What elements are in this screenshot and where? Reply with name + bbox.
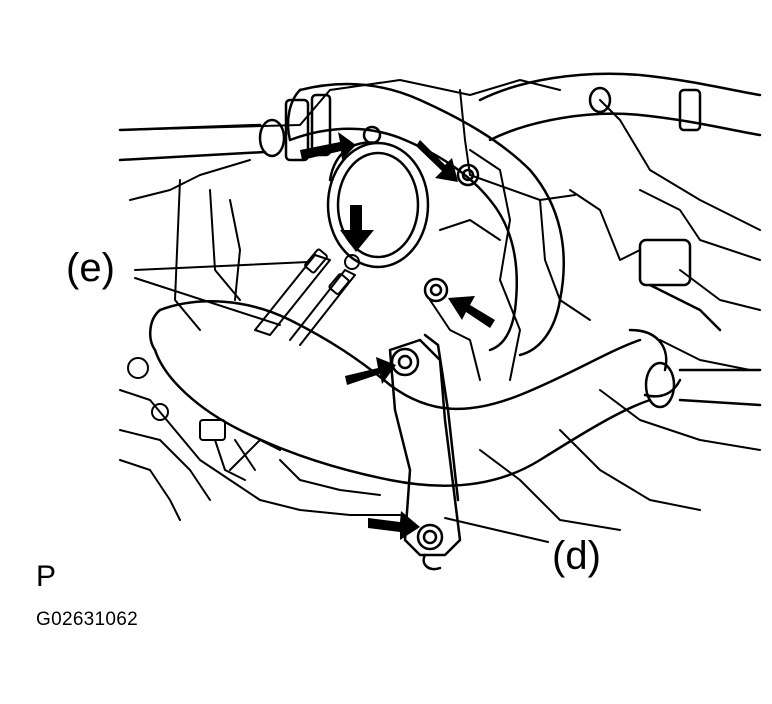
left-lower-parts [127, 357, 256, 481]
lower-hose [149, 300, 652, 487]
left-pipe [118, 93, 332, 162]
leader-lines [134, 261, 549, 543]
right-connector [628, 238, 762, 409]
figure-code: G02631062 [36, 609, 139, 630]
middle-bolt [423, 277, 449, 303]
upper-right-hose [478, 72, 762, 142]
support-bracket [388, 333, 462, 571]
bolt-arrow-icon [448, 296, 495, 328]
arrow-group [300, 132, 495, 540]
bolt-arrow-icon [368, 511, 420, 540]
view-letter: P [36, 560, 57, 593]
bolt-arrow-icon [300, 132, 356, 160]
callout-e: (e) [66, 246, 115, 290]
bolt-arrow-icon [416, 140, 458, 182]
bolt-arrow-icon [345, 357, 396, 385]
engine-background [119, 79, 761, 531]
callout-d: (d) [552, 534, 601, 578]
bolt-arrow-icon [340, 205, 374, 252]
rod-assembly [254, 248, 360, 346]
